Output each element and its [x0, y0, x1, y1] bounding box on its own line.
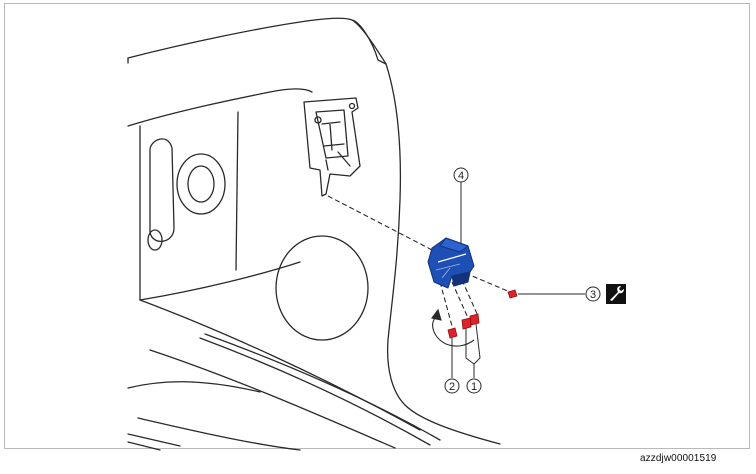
wrench-icon — [606, 284, 626, 304]
diagram-frame — [4, 3, 750, 449]
lower-step-line — [137, 417, 301, 451]
rotation-arrow — [431, 308, 475, 347]
lower-sill-line-1 — [139, 299, 421, 431]
clip-parts — [447, 313, 480, 339]
lower-sill-line-2 — [149, 349, 396, 449]
inner-panel-lower — [139, 261, 301, 301]
assembly-line-clip-a — [439, 281, 453, 327]
body-panel-top-edge — [127, 17, 387, 65]
inner-panel-vertical-2 — [235, 111, 239, 271]
round-hole-inner — [187, 165, 215, 203]
callout-2: 2 — [444, 378, 460, 394]
svg-text:2: 2 — [449, 381, 455, 393]
lower-step-line-3 — [127, 441, 161, 451]
speaker-opening — [275, 235, 369, 341]
assembly-line-bracket — [327, 195, 437, 253]
assembly-line-clip-c — [461, 279, 479, 317]
bolt-part — [507, 289, 518, 299]
body-bracket — [303, 97, 361, 197]
assembly-line-clip-b — [451, 281, 469, 319]
callout-4: 4 — [453, 167, 469, 183]
round-hole-outer — [176, 153, 226, 215]
lower-sill-line-4 — [204, 333, 441, 441]
leader-1 — [465, 323, 481, 378]
small-hole — [147, 229, 163, 251]
svg-text:4: 4 — [458, 170, 464, 182]
callout-3: 3 — [585, 286, 601, 302]
window-recess — [149, 138, 175, 242]
inner-panel-line — [127, 88, 313, 127]
lower-sill-line-3 — [199, 337, 431, 446]
callout-1: 1 — [466, 378, 482, 394]
bracket-module-part — [427, 237, 475, 289]
svg-text:3: 3 — [590, 289, 596, 301]
lower-step-line-2 — [127, 433, 181, 447]
svg-text:1: 1 — [471, 381, 477, 393]
pillar-outer-edge — [385, 63, 501, 445]
lower-panel-line — [127, 381, 261, 393]
image-code-label: azzdjw00001519 — [640, 453, 717, 464]
pillar-inner-edge — [351, 19, 387, 65]
